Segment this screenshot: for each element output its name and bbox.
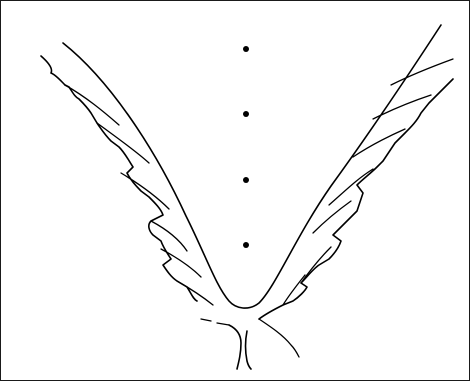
left-ridge-3 [121, 173, 169, 209]
right-outer-jagged-edge [259, 79, 453, 319]
central-dot-column [243, 46, 249, 248]
left-outer-jagged-edge [41, 56, 197, 301]
inner-v-curve [63, 25, 441, 308]
dot-1 [243, 46, 249, 52]
right-ridge-6 [373, 95, 431, 119]
left-lower-dashes [201, 319, 229, 325]
left-ridge-4 [151, 221, 187, 251]
bottom-root-right [246, 331, 252, 369]
right-ridge-4 [329, 169, 373, 205]
bottom-root-left [229, 325, 241, 369]
dot-3 [243, 177, 249, 183]
bottom-root-branch [259, 319, 299, 357]
right-ridge-7 [391, 59, 453, 85]
dot-2 [243, 111, 249, 117]
dot-4 [243, 242, 249, 248]
right-ridge-2 [301, 247, 331, 283]
left-ridge-2 [97, 123, 149, 163]
left-ridge-6 [177, 281, 213, 305]
